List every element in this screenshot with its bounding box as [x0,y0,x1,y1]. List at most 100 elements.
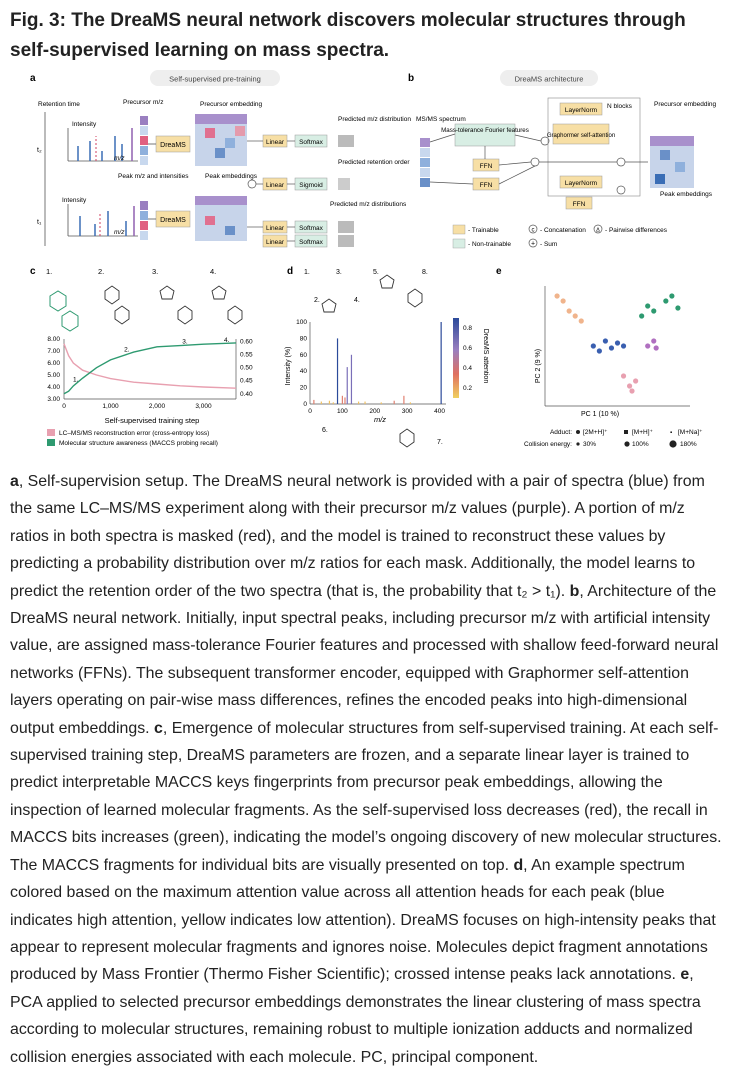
scatter-point [669,293,675,299]
embedding-cell [235,126,245,136]
legend-concat-symbol [528,224,538,234]
token-cell [140,136,148,145]
panel-e-ylabel: PC 2 (9 %) [535,349,542,383]
molecule-structure [321,298,337,313]
x-tick-label: 300 [402,408,413,415]
legend-sum: - Sum [540,241,557,248]
token-cell [420,138,430,147]
molecule-structure [177,305,193,325]
token-cell [420,158,430,167]
legend-trainable-swatch [452,224,466,235]
transformer-block [547,97,641,197]
adduct-mh: [M+H]⁺ [632,429,654,436]
curve-point-label: 3. [182,339,188,346]
molecule-structure [114,305,130,325]
layernorm-box-2 [559,175,603,189]
caption-d-letter: d [513,856,524,874]
embedding-cell [205,128,215,138]
x-tick-label: 2,000 [149,403,166,410]
legend-red-swatch [47,429,55,436]
mol-label: 4. [210,267,216,276]
mol-label: 2. [98,267,104,276]
legend-pairwise: - Pairwise differences [605,227,668,234]
scatter-point [614,340,621,346]
scatter-point [645,343,651,349]
x-tick-label: 3,000 [195,403,212,410]
training-curve-chart: 8.007.006.005.004.003.000.600.550.500.45… [47,336,253,410]
linear-label-1: Linear [266,139,285,146]
panel-c-letter: c [30,266,36,277]
panel-e-xlabel: PC 1 (10 %) [581,411,619,418]
legend-green-swatch [47,439,55,446]
scatter-point [590,343,596,349]
panel-e: e PC 2 (9 %) PC 1 (10 %) Adduct: [2M+H]⁺… [496,266,703,448]
linear-label-4: Linear [266,239,285,246]
legend-sum-glyph: + [531,241,535,248]
peak-embeddings-label-b: Peak embeddings [660,191,713,198]
predicted-mz2-label: Predicted m/z distributions [330,201,407,208]
t1-label: t₁ [37,219,42,226]
y-tick-label: 40 [300,368,308,375]
figure-caption: a, Self-supervision setup. The DreaMS ne… [10,468,726,1071]
predicted-mz-output [338,135,354,147]
scatter-point [633,378,639,384]
colorbar-ticks: 0.80.60.40.2 [463,325,472,392]
attention-colorbar [453,318,459,398]
x-tick-label: 400 [434,408,445,415]
panel-a: a Self-supervised pre-training Retention… [30,70,411,248]
left-tick-label: 8.00 [47,336,60,343]
legend-nontrainable: - Non-trainable [468,241,511,248]
molecule-structure [227,305,243,325]
token-cell [420,168,430,177]
left-tick-label: 3.00 [47,396,60,403]
panel-c: c 1. 2. 3. 4. 8.007.006.005.004.003.000.… [30,266,253,447]
layernorm-box-1 [559,102,603,116]
scatter-point [620,343,627,349]
intensity-label-bottom: Intensity [62,197,87,204]
x-tick-label: 0 [62,403,66,410]
embedding-grid-top [195,114,247,166]
token-cell [140,116,148,125]
panel-a-header-pill [150,70,280,86]
ce-100: 100% [632,441,649,448]
precursor-embedding-label: Precursor embedding [200,101,263,108]
connector [498,165,536,185]
token-cell [420,178,430,187]
mol-label-d: 4. [354,297,360,304]
y-tick-label: 0 [303,401,307,408]
msms-tokens [420,138,430,187]
adduct-marker-mh [624,430,628,434]
ce-180: 180% [680,441,697,448]
connector [498,161,532,166]
dreams-label-top: DreaMS [160,142,186,149]
scatter-point [578,318,584,324]
left-tick-label: 7.00 [47,348,60,355]
cbar-tick-label: 0.4 [463,365,472,372]
cbar-tick-label: 0.8 [463,325,472,332]
ffn-label-2: FFN [480,182,493,189]
ffn-label-3: FFN [573,201,586,208]
scatter-point [620,373,627,379]
scatter-point [608,345,615,351]
x-tick-label: 200 [369,408,380,415]
embedding-grid-bottom [195,196,247,241]
mz-label-bottom: m/z [114,229,125,236]
legend-nontrainable-swatch [452,238,466,249]
molecule-structure [211,285,227,300]
precursor-embedding-label-b: Precursor embedding [654,101,717,108]
intensity-label-top: Intensity [72,121,97,128]
ce-30: 30% [583,441,596,448]
panel-b-letter: b [408,73,414,84]
x-tick-label: 100 [337,408,348,415]
scatter-point [560,298,566,304]
ce-marker-180 [669,440,677,448]
y-tick-label: 20 [300,385,308,392]
curve-point-label: 4. [224,337,230,344]
molecule-structure [407,288,423,308]
recall-line [63,342,237,395]
softmax-label-1: Softmax [299,139,324,146]
mol-label-d: 3. [336,269,342,276]
predicted-mz2-output-1 [338,221,354,233]
caption-a-letter: a [10,473,19,490]
figure-title: Fig. 3: The DreaMS neural network discov… [10,10,686,61]
